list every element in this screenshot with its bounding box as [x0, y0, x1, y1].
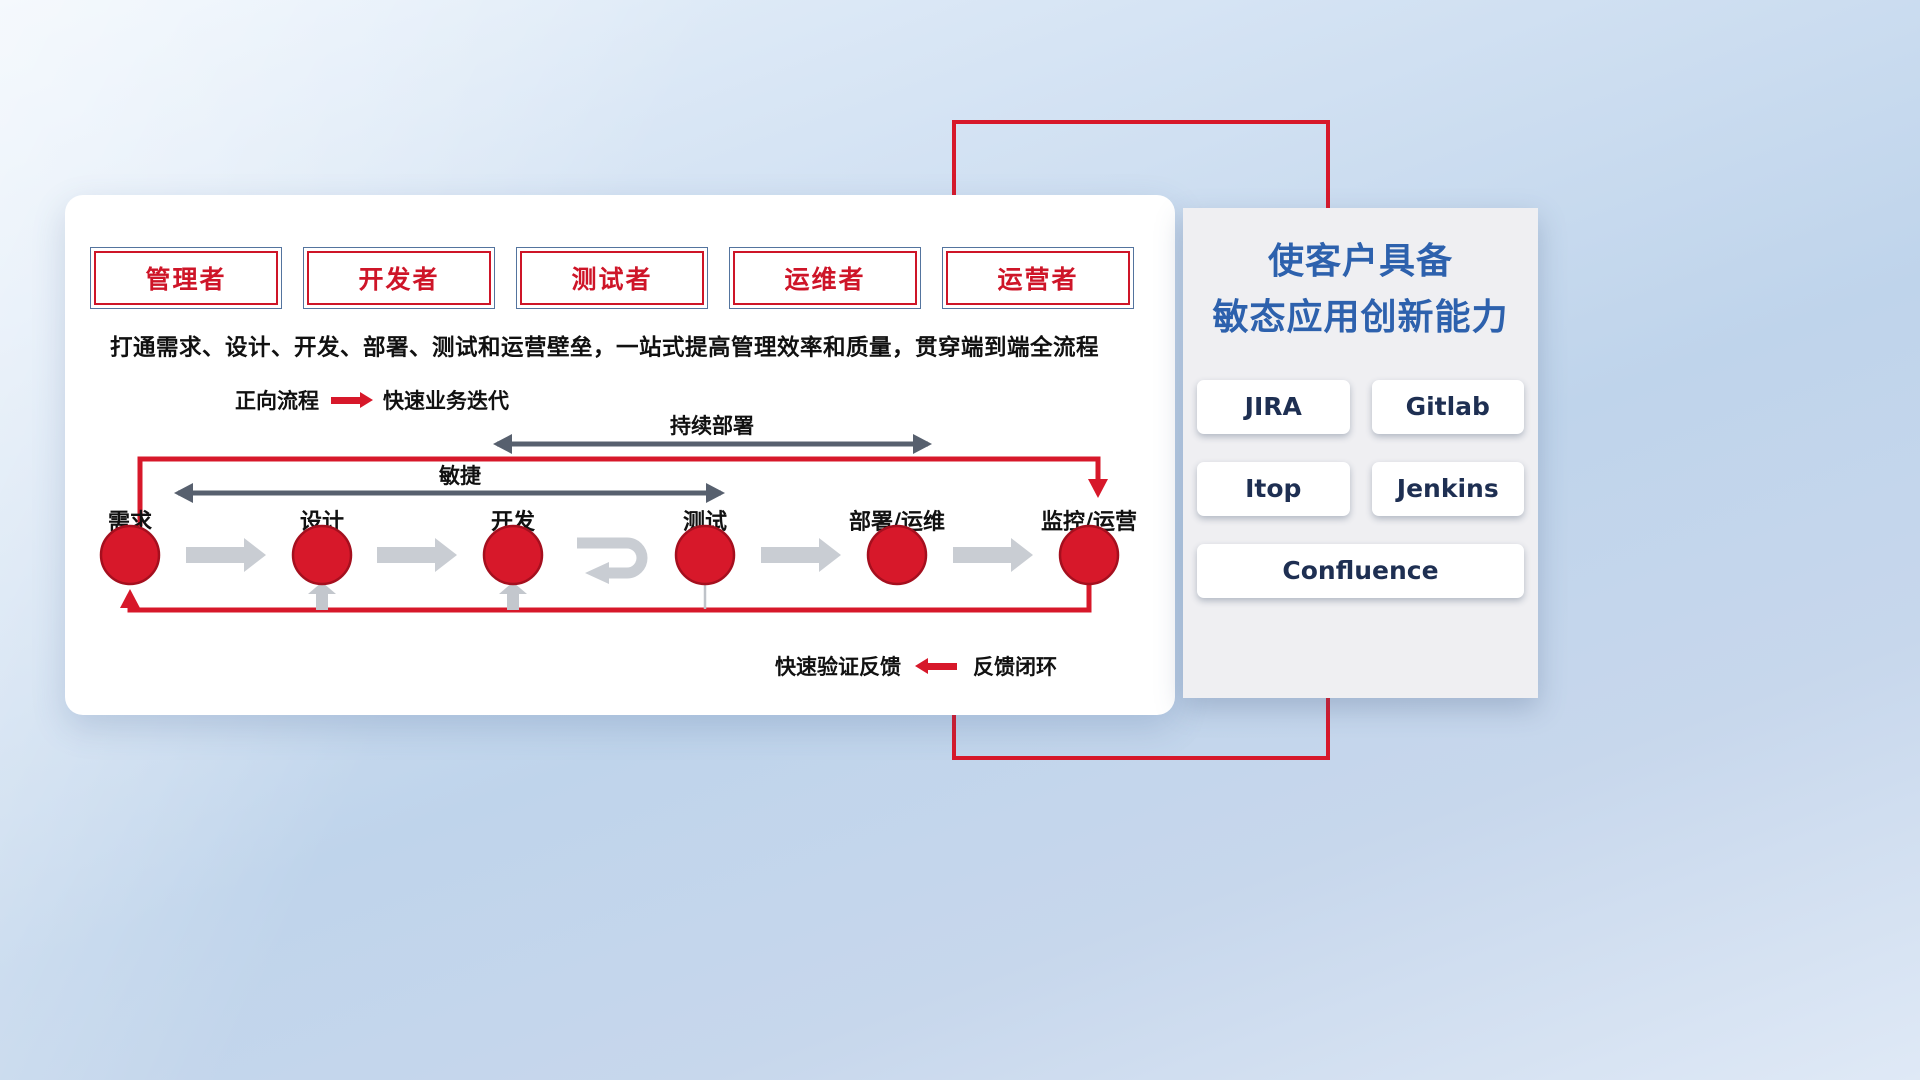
role-box-operator: 运维者	[729, 247, 921, 309]
role-box-tester: 测试者	[516, 247, 708, 309]
headline-text: 打通需求、设计、开发、部署、测试和运营壁垒，一站式提高管理效率和质量，贯穿端到端…	[110, 335, 1100, 361]
role-label: 测试者	[520, 251, 704, 305]
agile-label: 敏捷	[438, 464, 481, 488]
capability-title-line2: 敏态应用创新能力	[1212, 296, 1509, 338]
role-box-manager: 管理者	[90, 247, 282, 309]
roles-row: 管理者 开发者 测试者 运维者 运营者	[90, 247, 1134, 309]
up-arrow-develop	[499, 582, 527, 610]
stage-arrow-3	[761, 538, 841, 572]
tools-grid: JIRA Gitlab Itop Jenkins Confluence	[1197, 379, 1524, 598]
stage-node-monitor-ops	[1058, 524, 1120, 586]
capability-panel: 使客户具备 敏态应用创新能力 JIRA Gitlab Itop Jenkins …	[1183, 208, 1538, 698]
stage-node-deploy-ops	[866, 524, 928, 586]
iteration-uturn-arrow	[577, 537, 648, 579]
iteration-uturn-arrowhead	[585, 562, 609, 584]
forward-arrow-icon	[331, 391, 373, 408]
role-label: 管理者	[94, 251, 278, 305]
legend-feedback: 快速验证反馈 反馈闭环	[775, 651, 1057, 681]
stage-node-design	[291, 524, 353, 586]
continuous-deployment-label: 持续部署	[670, 414, 754, 438]
capability-title-line1: 使客户具备	[1267, 241, 1453, 282]
stage-arrow-1	[186, 538, 266, 572]
tool-chip-jira: JIRA	[1197, 379, 1350, 434]
stage-node-develop	[482, 524, 544, 586]
role-label: 运营者	[946, 251, 1130, 305]
stage-node-test	[674, 524, 736, 586]
legend-forward-value: 快速业务迭代	[383, 389, 509, 413]
legend-feedback-label: 快速验证反馈	[775, 655, 901, 679]
legend-forward: 正向流程 快速业务迭代	[235, 385, 509, 415]
role-box-business-operator: 运营者	[942, 247, 1134, 309]
legend-feedback-value: 反馈闭环	[973, 655, 1057, 679]
flow-diagram: 持续部署 敏捷 需求 设计 开发 测试 部署/运维 监控/运营	[99, 414, 1137, 613]
stage-node-requirement	[99, 524, 161, 586]
feedback-arrow-icon	[915, 657, 957, 674]
feedback-loop-line	[120, 584, 1092, 613]
tool-chip-confluence: Confluence	[1197, 543, 1524, 598]
devops-process-panel: 管理者 开发者 测试者 运维者 运营者 打通需求、设计、开发、部署、测试和运营壁…	[65, 195, 1175, 715]
stage-arrow-2	[377, 538, 457, 572]
stage-arrow-4	[953, 538, 1033, 572]
tool-chip-jenkins: Jenkins	[1371, 461, 1524, 516]
role-label: 运维者	[733, 251, 917, 305]
capability-title: 使客户具备 敏态应用创新能力	[1197, 234, 1524, 346]
legend-forward-label: 正向流程	[235, 389, 319, 413]
tool-chip-gitlab: Gitlab	[1371, 379, 1524, 434]
role-label: 开发者	[307, 251, 491, 305]
tool-chip-itop: Itop	[1197, 461, 1350, 516]
role-box-developer: 开发者	[303, 247, 495, 309]
up-arrow-design	[308, 582, 336, 610]
forward-loop-line	[137, 456, 1108, 526]
